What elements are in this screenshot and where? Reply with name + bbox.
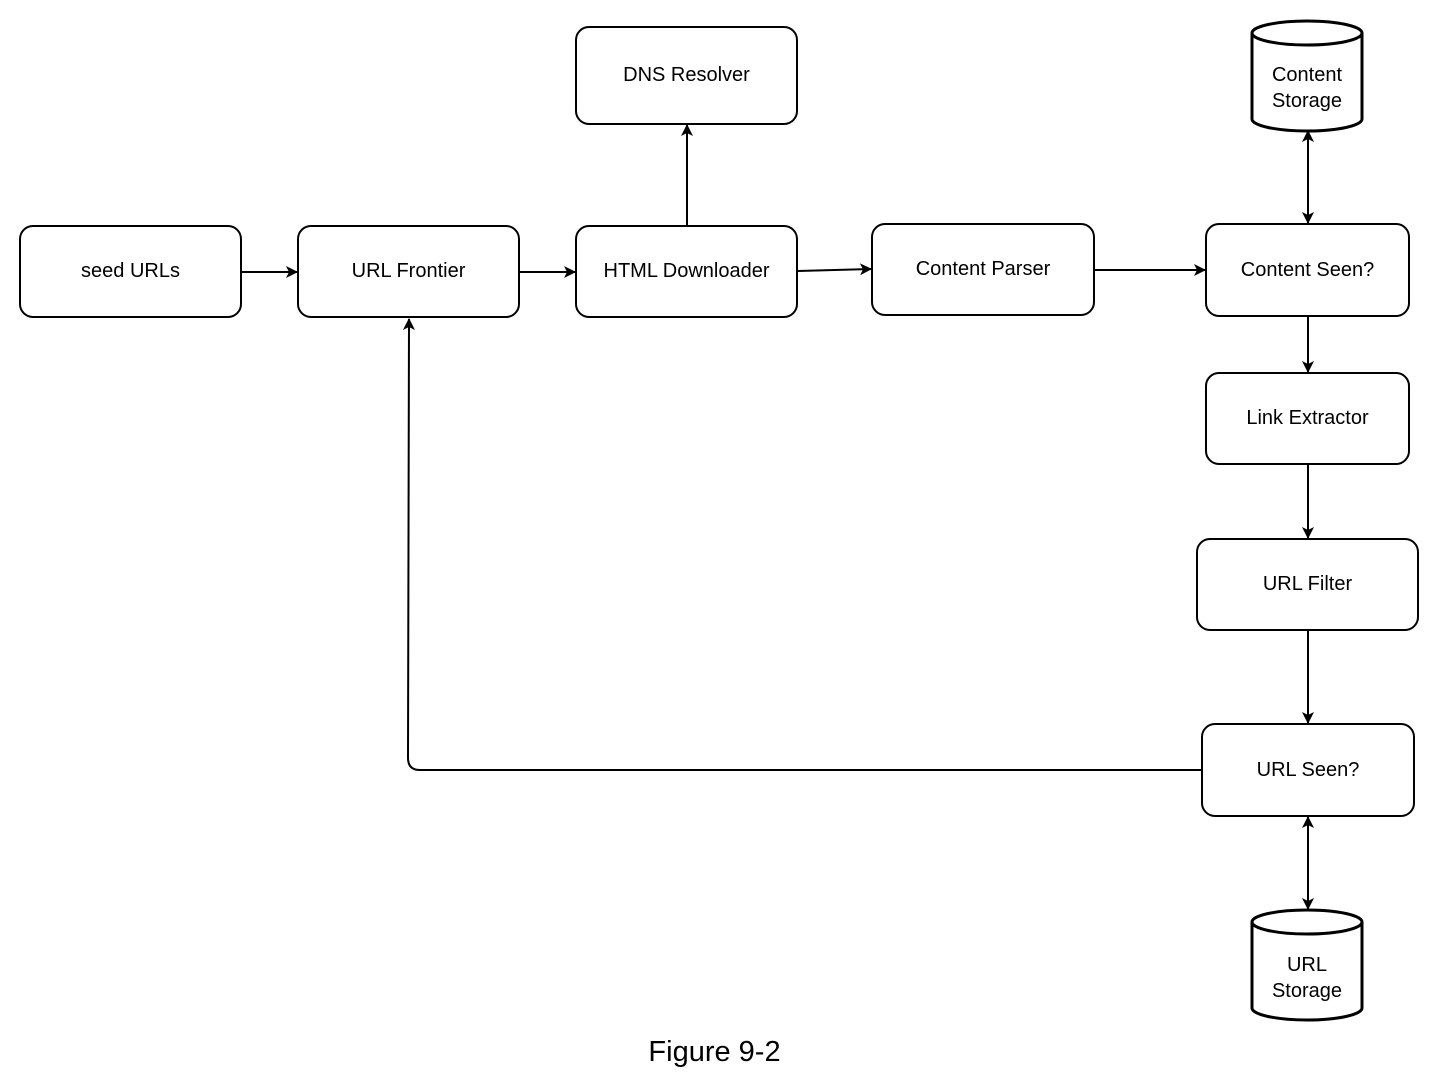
url-storage-label-line2: Storage — [1271, 980, 1343, 1002]
edge-downloader-to-parser — [797, 263, 872, 276]
content-storage-label-line2: Storage — [1271, 90, 1343, 112]
url-storage-body — [1250, 922, 1364, 1022]
url-storage-db — [1250, 908, 1364, 1022]
node-link-extractor: Link Extractor — [1205, 372, 1410, 465]
node-url-seen: URL Seen? — [1201, 723, 1415, 817]
node-html-downloader: HTML Downloader — [575, 225, 798, 318]
content-storage-db — [1250, 19, 1364, 133]
url-storage-top — [1250, 908, 1364, 936]
content-storage-label: Content Storage — [1252, 60, 1362, 116]
node-seed-urls: seed URLs — [19, 225, 242, 318]
node-dns-resolver: DNS Resolver — [575, 26, 798, 125]
url-storage-label-line1: URL — [1286, 954, 1327, 976]
content-storage-body — [1250, 33, 1364, 133]
node-url-filter: URL Filter — [1196, 538, 1419, 631]
node-content-seen: Content Seen? — [1205, 223, 1410, 317]
content-storage-label-line1: Content — [1271, 64, 1343, 86]
node-content-parser: Content Parser — [871, 223, 1095, 316]
node-url-frontier: URL Frontier — [297, 225, 520, 318]
edge-url-seen-to-frontier — [402, 318, 1201, 771]
url-storage-label: URL Storage — [1252, 950, 1362, 1006]
figure-caption: Figure 9-2 — [648, 1036, 781, 1068]
content-storage-top — [1250, 19, 1364, 47]
